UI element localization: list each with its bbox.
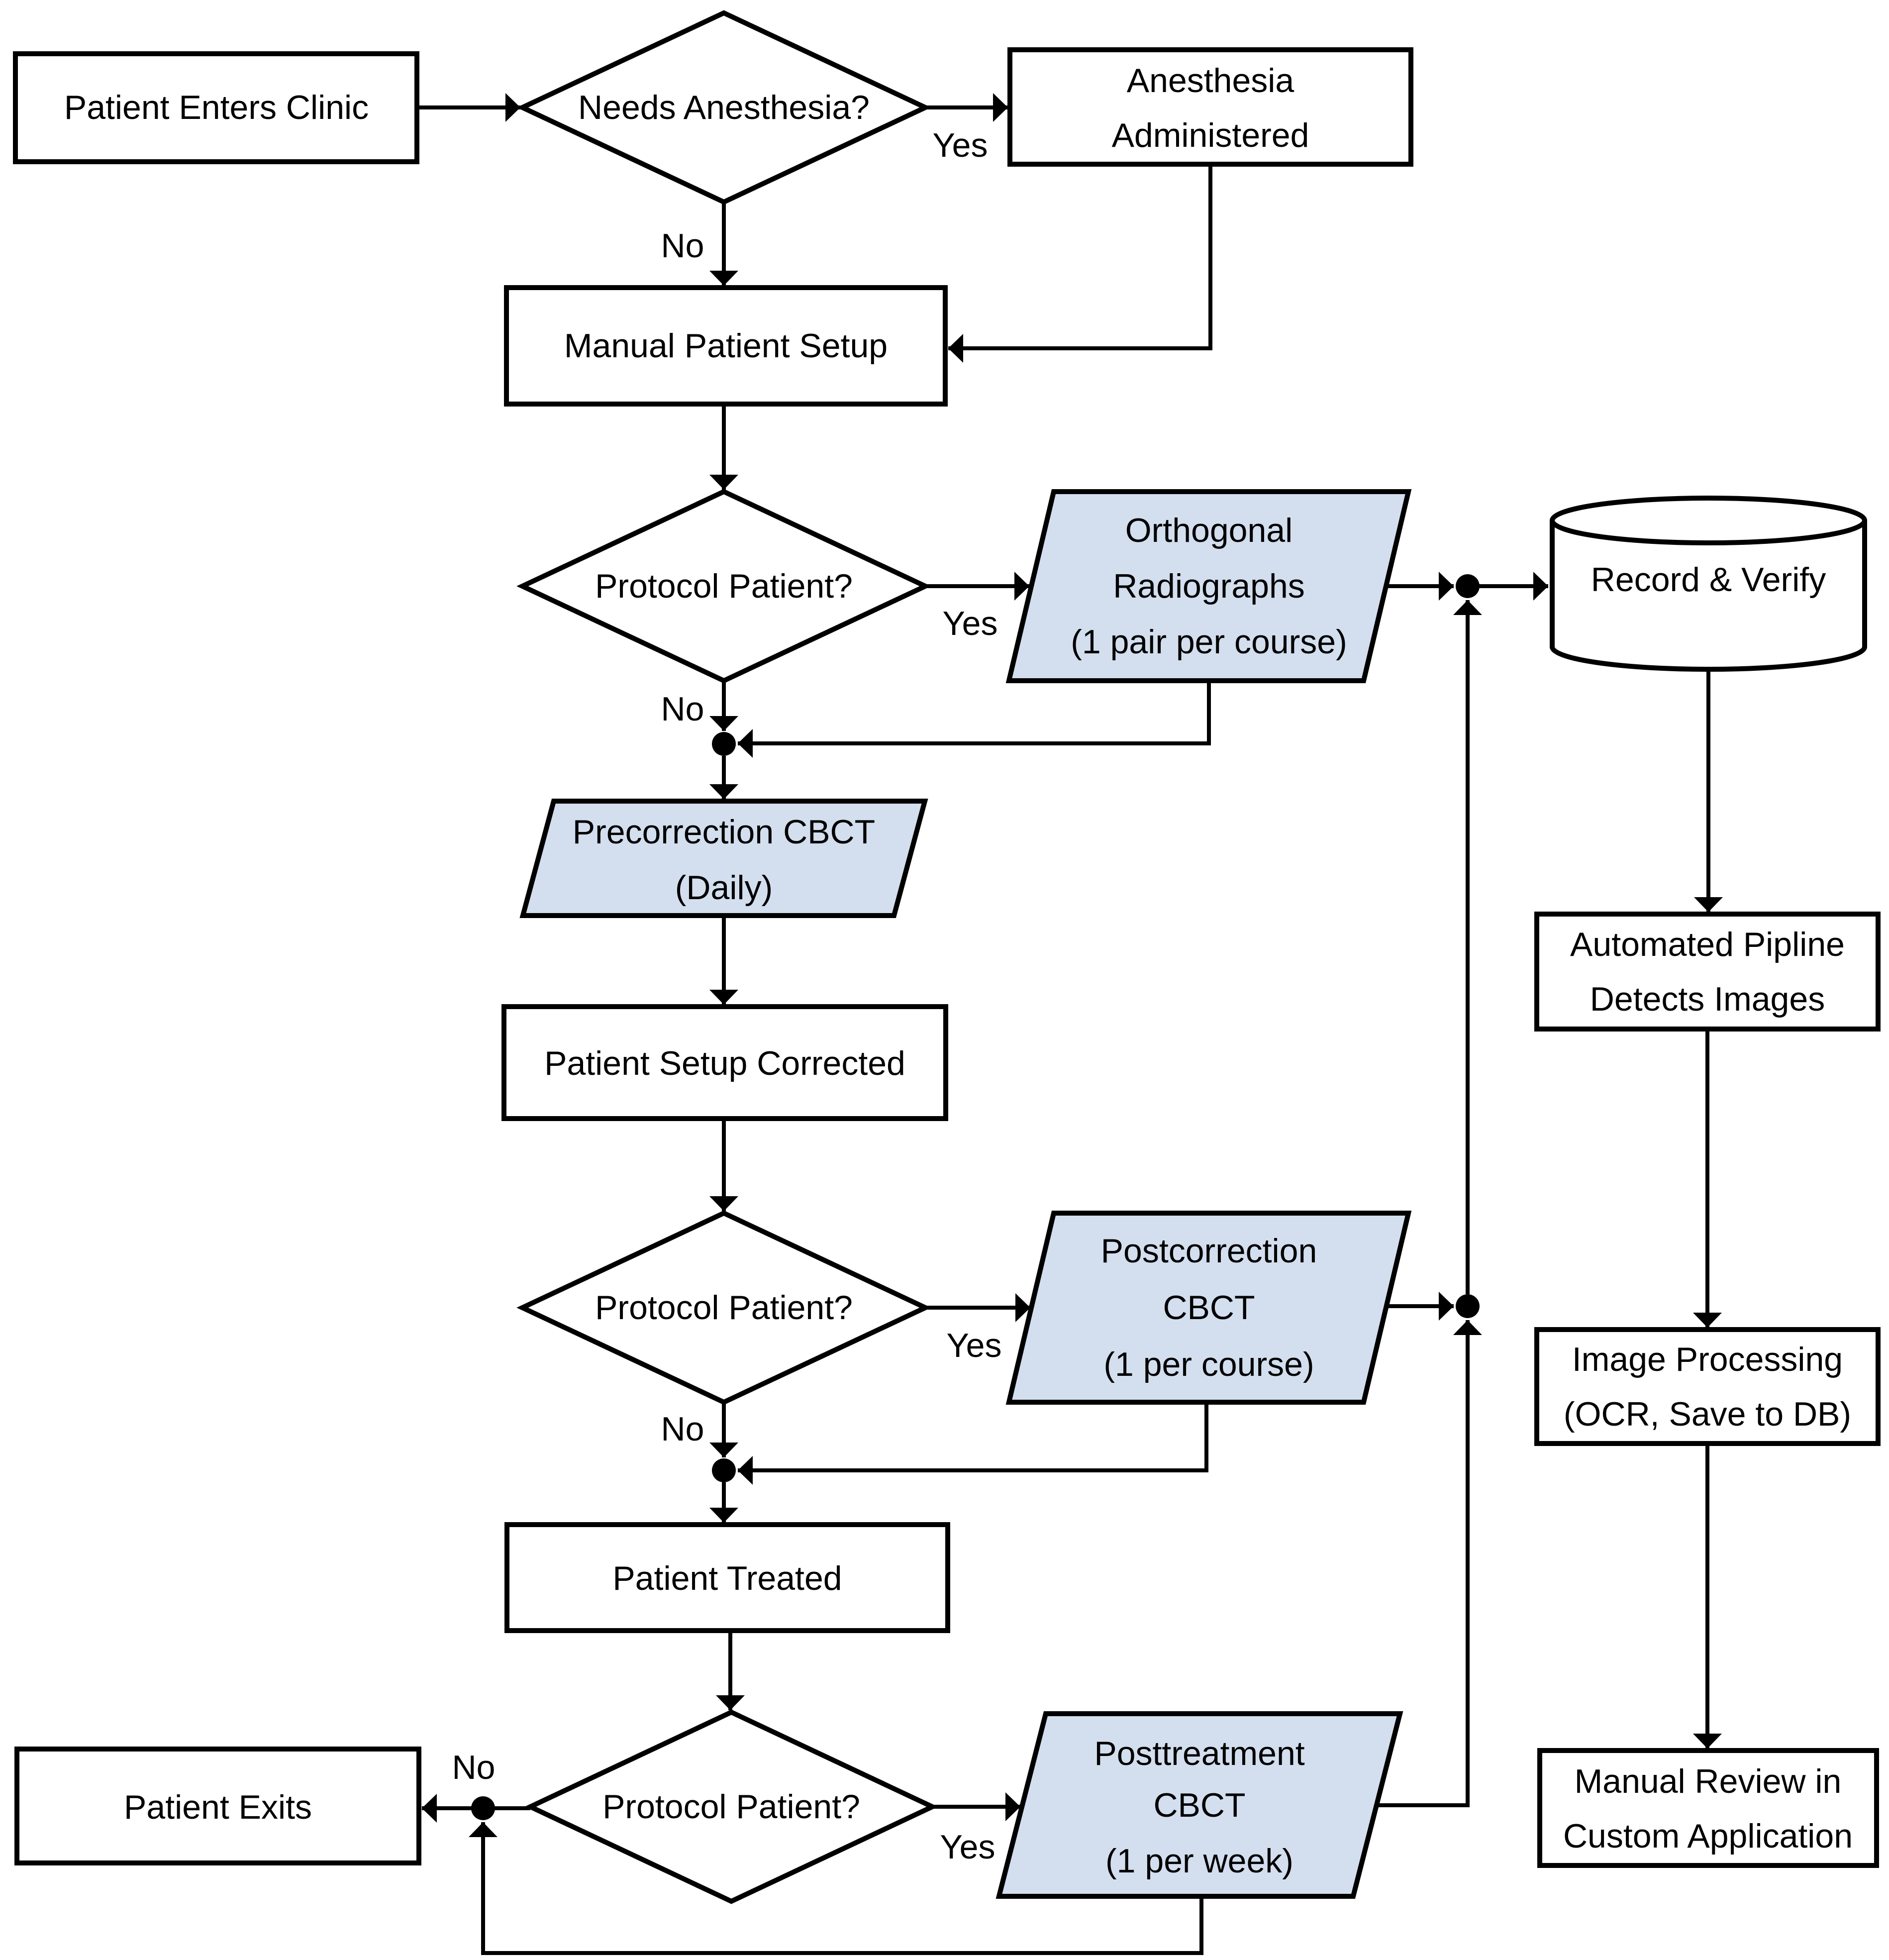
junction-dots — [471, 574, 1480, 1820]
node-label-line: Custom Application — [1563, 1817, 1853, 1855]
junction-dot-patient-treated — [712, 1458, 736, 1482]
label-no-1: No — [661, 227, 704, 265]
node-anesthesia-administered: Anesthesia Administered — [1007, 47, 1413, 167]
label-no-3: No — [661, 1410, 704, 1448]
node-label-line: Administered — [1112, 116, 1309, 154]
decision-diamond — [516, 1210, 931, 1405]
decision-diamond — [524, 1709, 938, 1904]
node-label: Patient Exits — [124, 1788, 312, 1826]
nodes: Patient Enters Clinic Needs Anesthesia? … — [13, 10, 1881, 1904]
junction-dot-record-verify — [1456, 574, 1480, 598]
process-box — [1537, 1748, 1879, 1868]
node-orthogonal-radiographs: Orthogonal Radiographs (1 pair per cours… — [1005, 489, 1412, 683]
edge-postcorrection-to-dot2 — [738, 1402, 1208, 1485]
io-parallelogram — [1005, 489, 1412, 683]
node-label: Protocol Patient? — [602, 1788, 860, 1826]
node-manual-review: Manual Review in Custom Application — [1537, 1748, 1879, 1868]
node-precorrection-cbct: Precorrection CBCT (Daily) — [519, 799, 928, 918]
node-postcorrection-cbct: Postcorrection CBCT (1 per course) — [1005, 1211, 1412, 1405]
node-needs-anesthesia: Needs Anesthesia? — [516, 10, 931, 205]
process-box — [504, 285, 948, 407]
node-posttreatment-cbct: Posttreatment CBCT (1 per week) — [995, 1711, 1403, 1899]
node-label-line: CBCT — [1163, 1289, 1255, 1327]
node-patient-treated: Patient Treated — [504, 1522, 950, 1633]
label-yes-3: Yes — [947, 1327, 1002, 1364]
node-label: Patient Setup Corrected — [544, 1044, 905, 1082]
node-label: Protocol Patient? — [595, 1289, 853, 1327]
junction-dot-precorrection — [712, 732, 736, 756]
node-protocol-patient-3: Protocol Patient? — [524, 1709, 938, 1904]
process-box — [1534, 1327, 1881, 1446]
io-parallelogram — [995, 1711, 1403, 1899]
node-label-line: Image Processing — [1572, 1341, 1843, 1378]
process-box — [1534, 912, 1881, 1032]
junction-dot-trunk-mid — [1456, 1294, 1480, 1318]
io-parallelogram — [519, 799, 928, 918]
node-label-line: (Daily) — [675, 869, 773, 907]
node-manual-patient-setup: Manual Patient Setup — [504, 285, 948, 407]
io-parallelogram — [1005, 1211, 1412, 1405]
label-yes-2: Yes — [943, 605, 998, 642]
label-yes-1: Yes — [933, 126, 988, 164]
process-box — [14, 1747, 421, 1865]
process-box — [501, 1004, 948, 1121]
node-protocol-patient-2: Protocol Patient? — [516, 1210, 931, 1405]
junction-dot-patient-exits — [471, 1796, 495, 1820]
node-label-line: Anesthesia — [1127, 62, 1294, 100]
label-no-2: No — [661, 690, 704, 728]
node-label-line: Precorrection CBCT — [573, 813, 875, 851]
process-box — [13, 51, 419, 164]
node-label-line: (1 pair per course) — [1071, 623, 1347, 661]
node-label: Protocol Patient? — [595, 567, 853, 605]
node-label: Manual Patient Setup — [564, 327, 888, 365]
node-patient-enters-clinic: Patient Enters Clinic — [13, 51, 419, 164]
edge-labels: Yes No Yes No Yes No Yes No — [452, 126, 1002, 1866]
node-label: Needs Anesthesia? — [578, 89, 870, 126]
node-automated-pipeline-detects-images: Automated Pipline Detects Images — [1534, 912, 1881, 1032]
node-label: Record & Verify — [1591, 561, 1826, 599]
label-no-4: No — [452, 1749, 496, 1786]
node-label-line: Automated Pipline — [1570, 926, 1845, 963]
process-box — [1007, 47, 1413, 167]
node-label-line: CBCT — [1153, 1786, 1245, 1824]
database-cylinder-rim — [1550, 520, 1867, 545]
decision-diamond — [516, 10, 931, 205]
node-label: Patient Treated — [612, 1559, 842, 1597]
node-label-line: Posttreatment — [1094, 1735, 1304, 1772]
node-label-line: Detects Images — [1590, 980, 1825, 1018]
node-label-line: Orthogonal — [1125, 512, 1292, 549]
node-image-processing: Image Processing (OCR, Save to DB) — [1534, 1327, 1881, 1446]
node-label-line: Radiographs — [1113, 567, 1305, 605]
node-label-line: (1 per course) — [1103, 1345, 1314, 1383]
node-label-line: Postcorrection — [1101, 1232, 1317, 1270]
node-label-line: Manual Review in — [1575, 1762, 1842, 1800]
decision-diamond — [516, 489, 931, 684]
edge-anesthesia-to-manual-setup — [948, 164, 1212, 363]
node-label: Patient Enters Clinic — [64, 89, 369, 126]
node-label-line: (OCR, Save to DB) — [1564, 1395, 1851, 1433]
edge-posttreatment-loop-to-dot3 — [469, 1822, 1203, 1955]
label-yes-4: Yes — [940, 1828, 995, 1866]
node-record-and-verify: Record & Verify — [1550, 496, 1867, 672]
node-patient-exits: Patient Exits — [14, 1747, 421, 1865]
edge-orthogonal-to-dot1 — [738, 681, 1211, 758]
edge-posttreatment-to-trunk — [1377, 1320, 1482, 1807]
node-protocol-patient-1: Protocol Patient? — [516, 489, 931, 684]
edges — [417, 93, 1723, 1955]
process-box — [504, 1522, 950, 1633]
node-patient-setup-corrected: Patient Setup Corrected — [501, 1004, 948, 1121]
node-label-line: (1 per week) — [1105, 1842, 1293, 1880]
